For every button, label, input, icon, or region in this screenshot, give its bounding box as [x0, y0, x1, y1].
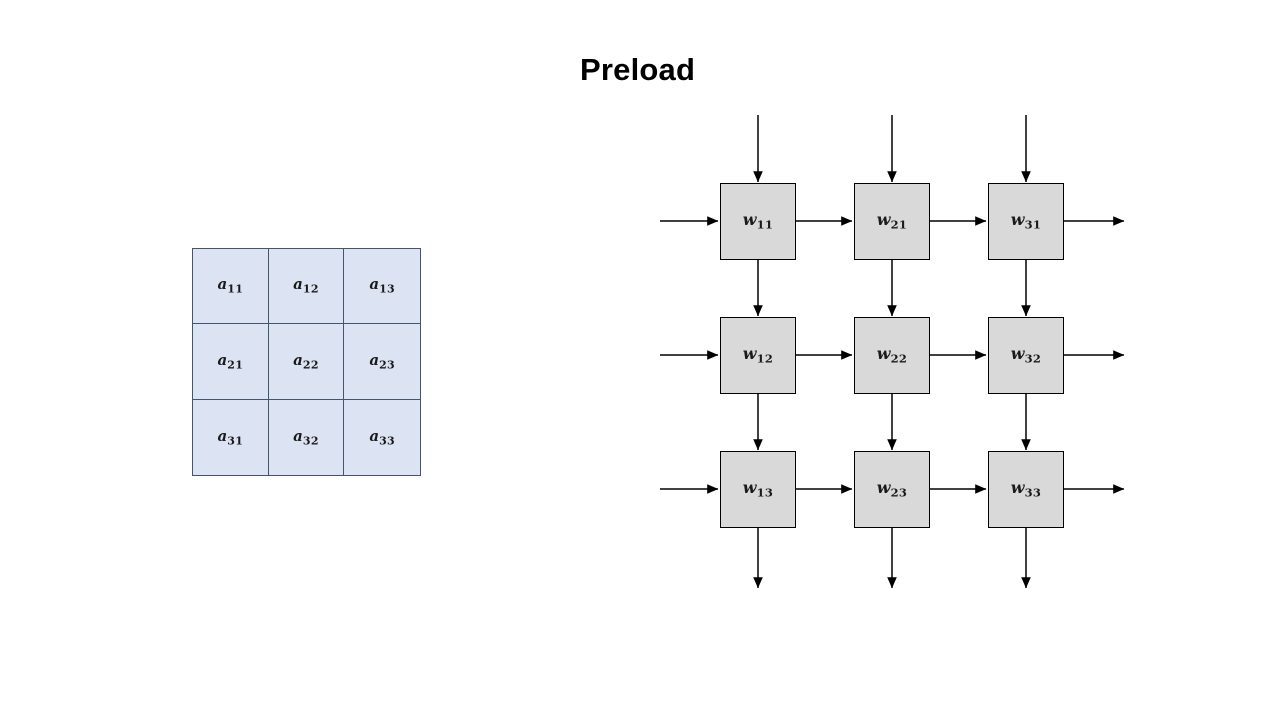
matrix-cell-label: a21 [217, 350, 244, 372]
matrix-cell-label: a11 [218, 277, 244, 295]
symbol-base: a [217, 426, 228, 445]
pe-cell: w13 [720, 451, 796, 528]
array-wiring [660, 115, 1125, 589]
matrix-cell: a31 [193, 399, 269, 475]
symbol-subscript: 33 [379, 434, 395, 448]
symbol-base: w [876, 343, 891, 363]
symbol-base: w [876, 209, 891, 229]
symbol-base: a [369, 275, 380, 294]
symbol-base: a [293, 426, 303, 445]
symbol-subscript: 31 [227, 434, 244, 448]
symbol-base: a [217, 275, 228, 294]
symbol-subscript: 12 [302, 282, 319, 296]
pe-cell-label: w32 [1010, 343, 1042, 366]
symbol-subscript: 11 [756, 217, 774, 232]
symbol-subscript: 23 [379, 358, 395, 372]
symbol-subscript: 32 [1024, 351, 1042, 366]
page-title: Preload [580, 52, 696, 87]
symbol-base: w [1010, 209, 1025, 229]
pe-cell-label: w12 [742, 343, 774, 366]
pe-cell: w31 [988, 183, 1064, 260]
symbol-subscript: 12 [756, 351, 774, 366]
symbol-base: w [742, 343, 757, 363]
pe-cell: w23 [854, 451, 930, 528]
matrix-cell: a23 [344, 324, 420, 400]
symbol-subscript: 13 [756, 485, 774, 500]
pe-cell-label: w33 [1010, 477, 1042, 500]
matrix-cell: a32 [268, 399, 345, 475]
pe-cell: w22 [854, 317, 930, 394]
pe-cell-label: w13 [742, 477, 774, 500]
matrix-cell: a21 [193, 324, 269, 400]
symbol-subscript: 33 [1024, 485, 1042, 500]
pe-cell-label: w21 [876, 209, 908, 232]
symbol-subscript: 21 [227, 358, 244, 372]
pe-cell: w33 [988, 451, 1064, 528]
symbol-base: a [293, 275, 303, 294]
symbol-subscript: 22 [890, 351, 908, 366]
symbol-base: w [876, 477, 891, 497]
pe-cell-label: w22 [876, 343, 908, 366]
symbol-base: w [742, 477, 757, 497]
symbol-subscript: 22 [302, 358, 319, 372]
matrix-cell: a22 [268, 324, 345, 400]
symbol-base: w [1010, 343, 1025, 363]
symbol-base: a [217, 350, 228, 369]
matrix-cell: a13 [344, 249, 420, 325]
activation-matrix: a11 a12 a13 a21 a22 a23 a31 a32 a33 [192, 248, 421, 476]
pe-cell-label: w11 [742, 209, 774, 232]
symbol-base: a [369, 426, 380, 445]
matrix-cell-label: a22 [293, 350, 319, 372]
matrix-cell-label: a32 [293, 426, 319, 448]
symbol-subscript: 31 [1024, 217, 1042, 232]
pe-cell-label: w31 [1010, 209, 1042, 232]
matrix-cell-label: a13 [369, 277, 395, 295]
matrix-cell: a12 [268, 249, 345, 325]
matrix-cell-label: a23 [369, 350, 395, 372]
pe-cell: w21 [854, 183, 930, 260]
matrix-cell-label: a12 [293, 277, 319, 295]
matrix-cell: a33 [344, 399, 420, 475]
systolic-array: w11 w21 w31 w12 w22 w32 w13 w23 w33 [640, 100, 1150, 600]
pe-cell: w12 [720, 317, 796, 394]
symbol-base: w [1010, 477, 1025, 497]
symbol-subscript: 21 [890, 217, 908, 232]
matrix-cell: a11 [193, 249, 269, 325]
symbol-base: a [293, 350, 303, 369]
symbol-base: w [742, 209, 757, 229]
matrix-cell-label: a33 [369, 426, 395, 448]
symbol-subscript: 32 [302, 434, 319, 448]
symbol-base: a [369, 350, 380, 369]
pe-cell: w11 [720, 183, 796, 260]
pe-cell: w32 [988, 317, 1064, 394]
symbol-subscript: 13 [379, 282, 395, 296]
symbol-subscript: 11 [227, 282, 244, 296]
symbol-subscript: 23 [890, 485, 908, 500]
matrix-cell-label: a31 [217, 426, 244, 448]
pe-cell-label: w23 [876, 477, 908, 500]
